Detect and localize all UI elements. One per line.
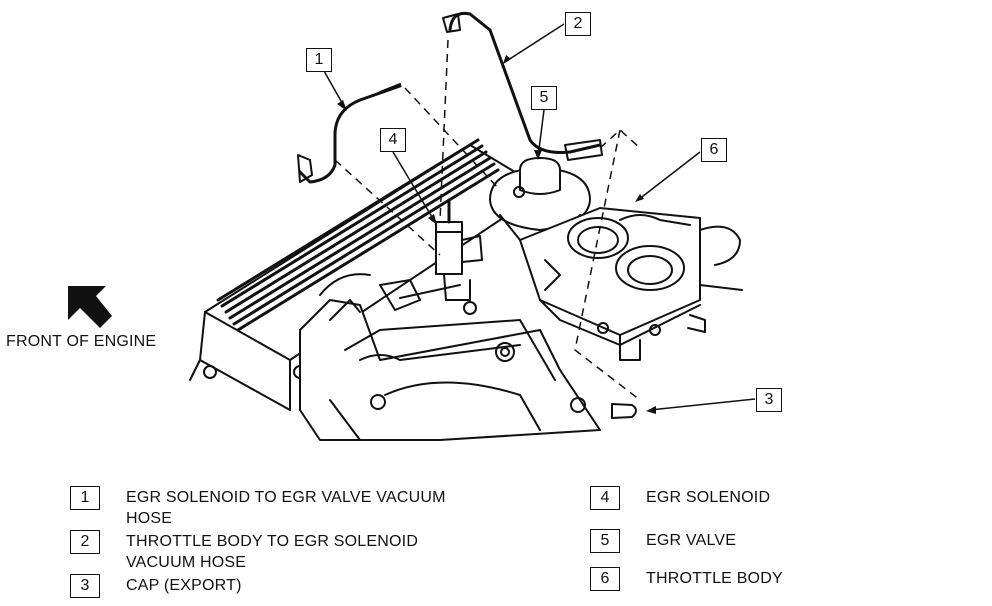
vacuum-hose-2 xyxy=(442,11,603,161)
legend-item-6: 6 THROTTLE BODY xyxy=(590,567,783,591)
legend-item-2: 2 THROTTLE BODY TO EGR SOLENOID VACUUM H… xyxy=(70,530,418,573)
cap-export xyxy=(611,403,637,419)
legend-line: EGR VALVE xyxy=(646,532,737,549)
egr-valve xyxy=(489,157,591,241)
legend-line: THROTTLE BODY xyxy=(646,570,783,587)
legend-line: CAP (EXPORT) xyxy=(126,577,242,594)
callout-6: 6 xyxy=(701,138,727,162)
legend-text: EGR SOLENOID TO EGR VALVE VACUUM HOSE xyxy=(126,487,446,529)
legend-item-5: 5 EGR VALVE xyxy=(590,529,736,553)
engine-diagram xyxy=(189,11,756,441)
front-of-engine-label: FRONT OF ENGINE xyxy=(6,333,157,350)
legend-text: EGR SOLENOID xyxy=(646,487,770,508)
callout-2: 2 xyxy=(565,12,591,36)
egr-solenoid xyxy=(435,198,483,301)
legend-item-1: 1 EGR SOLENOID TO EGR VALVE VACUUM HOSE xyxy=(70,486,446,529)
front-arrow-icon xyxy=(68,286,112,328)
legend-line: EGR SOLENOID xyxy=(646,489,771,506)
legend-line: THROTTLE BODY TO EGR SOLENOID xyxy=(126,533,419,550)
legend-line: EGR SOLENOID TO EGR VALVE VACUUM xyxy=(126,489,446,506)
legend-text: EGR VALVE xyxy=(646,530,736,551)
legend-number: 5 xyxy=(590,529,620,553)
callout-4: 4 xyxy=(380,128,406,152)
callout-1: 1 xyxy=(306,48,332,72)
legend-item-4: 4 EGR SOLENOID xyxy=(590,486,770,510)
legend-line: HOSE xyxy=(126,510,173,527)
legend-number: 3 xyxy=(70,574,100,598)
throttle-body xyxy=(519,207,743,361)
vacuum-hose-1 xyxy=(297,83,402,184)
intake-manifold xyxy=(299,273,601,441)
callout-5: 5 xyxy=(531,86,557,110)
legend-number: 4 xyxy=(590,486,620,510)
legend-number: 1 xyxy=(70,486,100,510)
legend-text: THROTTLE BODY xyxy=(646,568,783,589)
legend-line: VACUUM HOSE xyxy=(126,554,247,571)
callout-3: 3 xyxy=(756,388,782,412)
legend-number: 2 xyxy=(70,530,100,554)
legend-number: 6 xyxy=(590,567,620,591)
legend-text: THROTTLE BODY TO EGR SOLENOID VACUUM HOS… xyxy=(126,531,418,573)
legend-text: CAP (EXPORT) xyxy=(126,575,242,596)
legend-item-3: 3 CAP (EXPORT) xyxy=(70,574,242,598)
